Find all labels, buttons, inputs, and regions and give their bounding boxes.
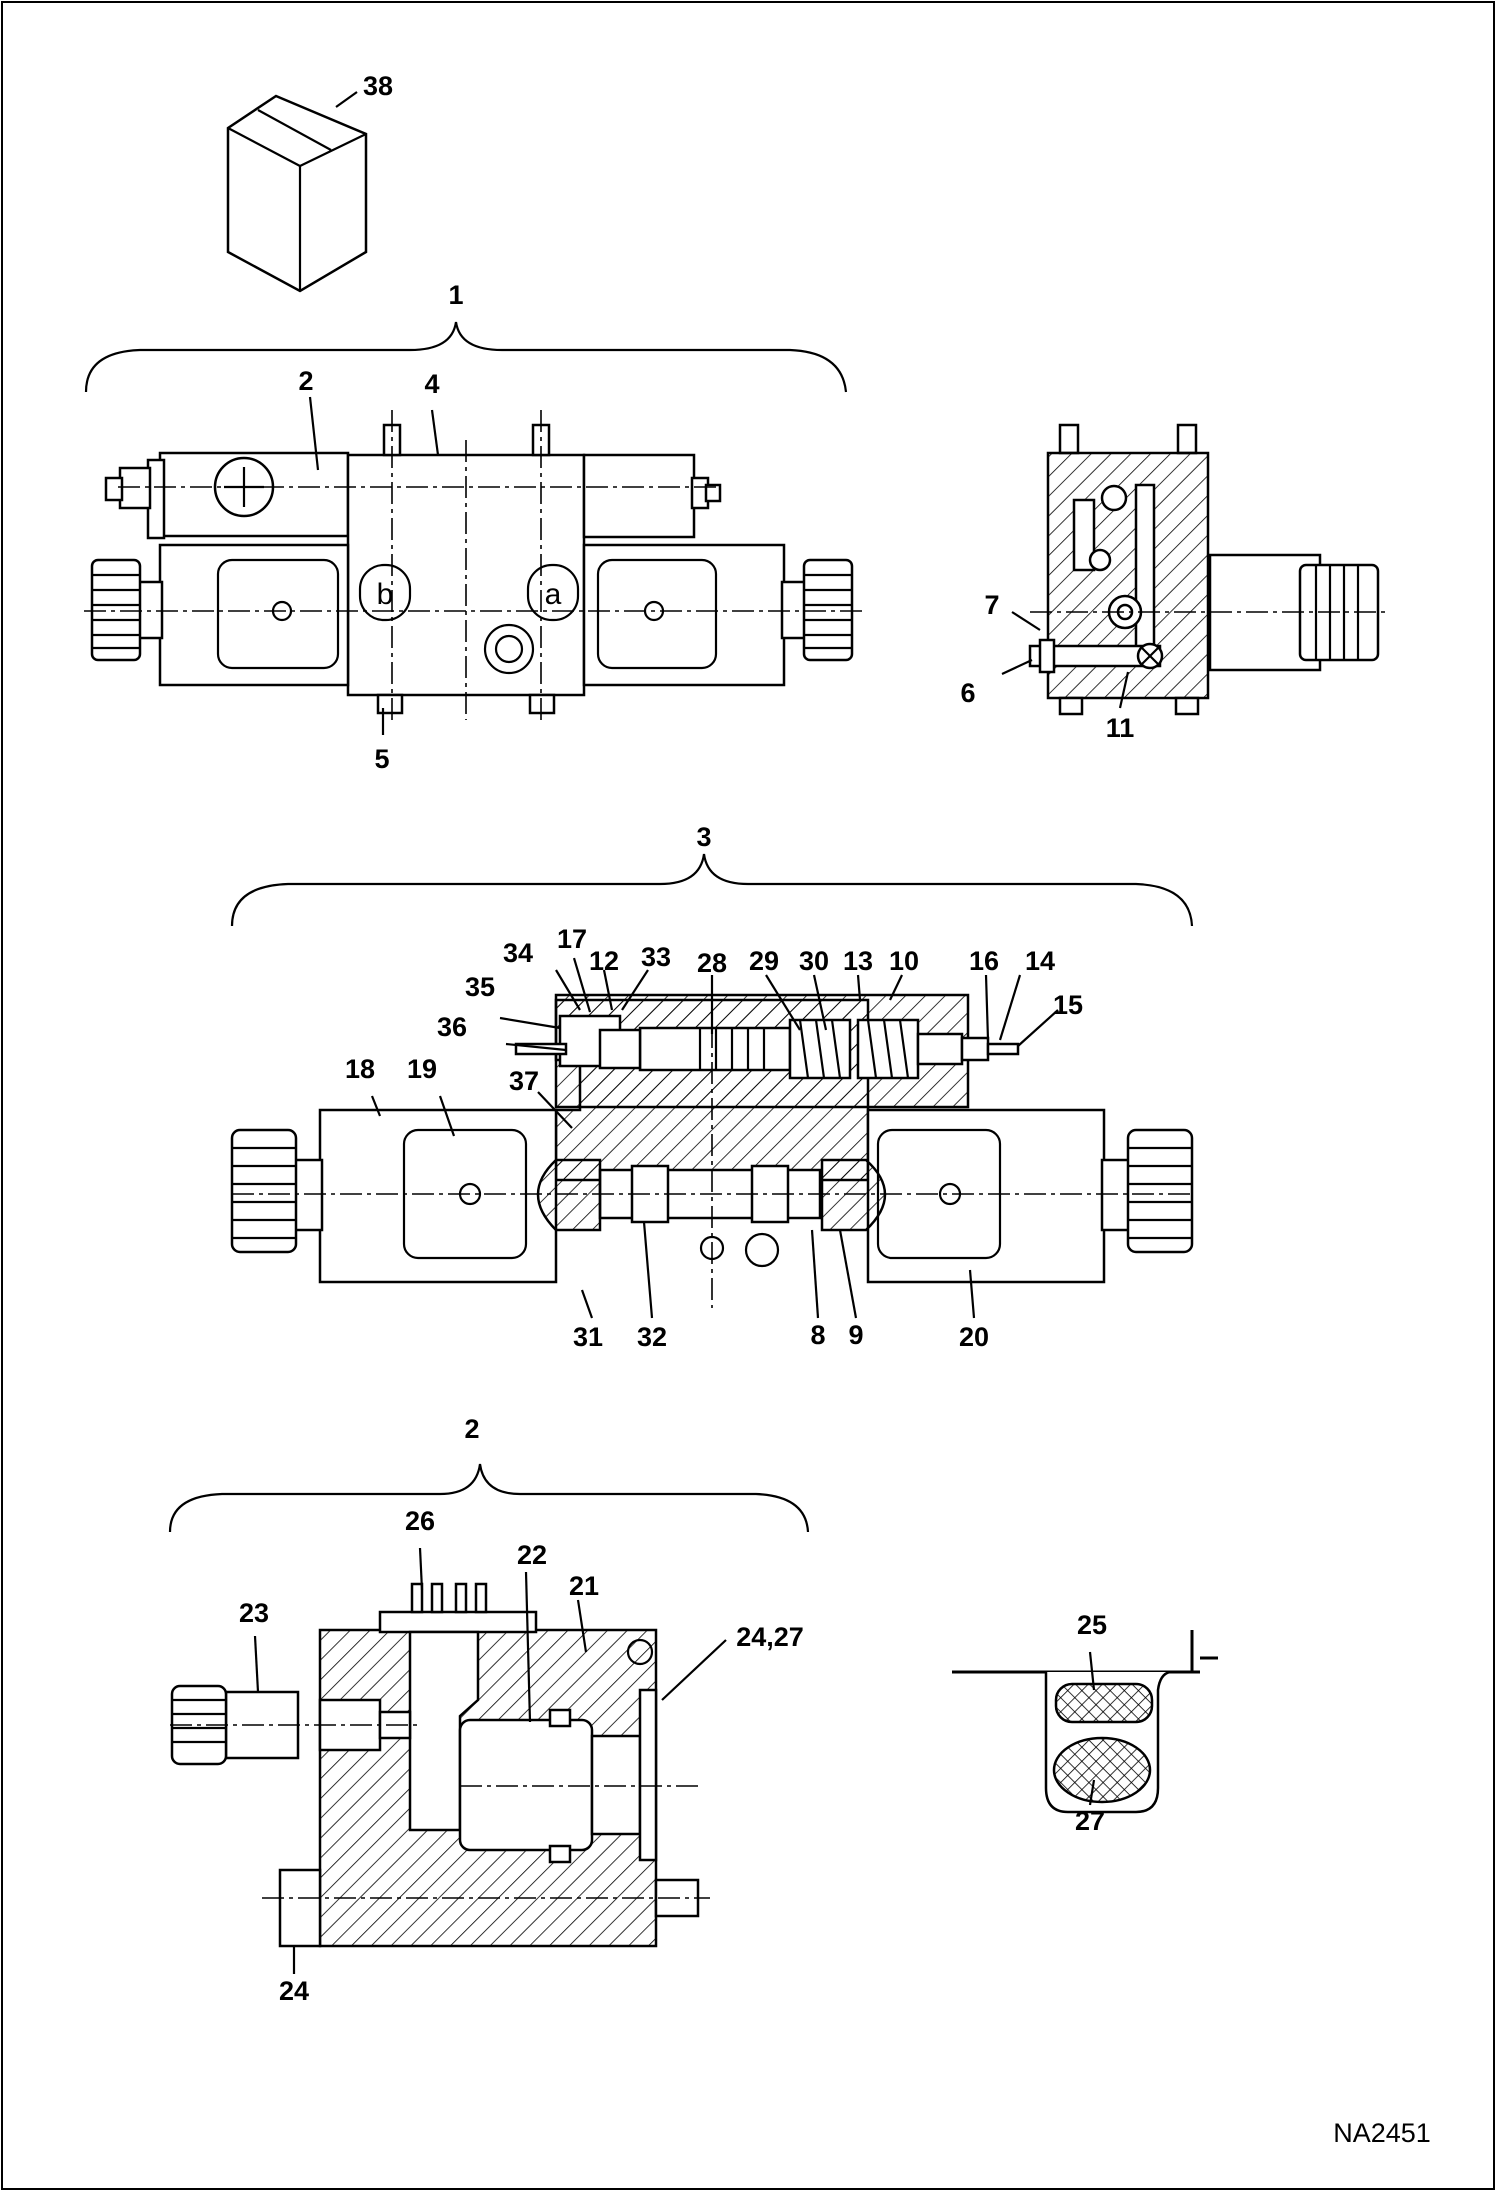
callout-36: 36 [437,1012,467,1042]
callout-3: 3 [696,822,711,852]
callout-34: 34 [503,938,533,968]
callout-28: 28 [697,948,727,978]
callout-38: 38 [363,71,393,101]
port-b-label: b [377,578,394,611]
callout-2-section: 2 [464,1414,479,1444]
callout-24: 24 [279,1976,309,2006]
callout-21: 21 [569,1571,599,1601]
callout-8: 8 [810,1320,825,1350]
callout-13: 13 [843,946,873,976]
callout-7: 7 [984,590,999,620]
callout-12: 12 [589,946,619,976]
drawing-code: NA2451 [1333,2118,1431,2148]
callout-4: 4 [424,369,439,399]
callout-9: 9 [848,1320,863,1350]
callout-17: 17 [557,924,587,954]
callout-18: 18 [345,1054,375,1084]
callout-19: 19 [407,1054,437,1084]
callout-10: 10 [889,946,919,976]
callout-37: 37 [509,1066,539,1096]
callout-27: 27 [1075,1806,1105,1836]
item-3-valve-section [230,853,1194,1319]
side-section-view [1001,423,1390,716]
callout-15: 15 [1053,990,1083,1020]
callout-35: 35 [465,972,495,1002]
callout-33: 33 [641,942,671,972]
callout-26: 26 [405,1506,435,1536]
callout-5: 5 [374,744,389,774]
item-2-pilot-section [168,1463,810,1974]
callout-23: 23 [239,1598,269,1628]
callout-labels: 38 1 2 4 5 7 6 11 3 17 34 12 33 28 29 30… [239,71,1431,2148]
seal-detail-25-27 [952,1630,1218,1814]
item-1-valve-assembly: b a [84,321,862,735]
callout-32: 32 [637,1322,667,1352]
callout-20: 20 [959,1322,989,1352]
callout-24-27: 24,27 [736,1622,804,1652]
callout-14: 14 [1025,946,1055,976]
callout-16: 16 [969,946,999,976]
callout-22: 22 [517,1540,547,1570]
callout-25: 25 [1077,1610,1107,1640]
callout-6: 6 [960,678,975,708]
callout-30: 30 [799,946,829,976]
callout-2: 2 [298,366,313,396]
callout-11: 11 [1106,713,1135,743]
callout-29: 29 [749,946,779,976]
item-38-box [226,91,368,293]
callout-1: 1 [448,280,463,310]
port-a-label: a [545,578,562,611]
callout-31: 31 [573,1322,603,1352]
